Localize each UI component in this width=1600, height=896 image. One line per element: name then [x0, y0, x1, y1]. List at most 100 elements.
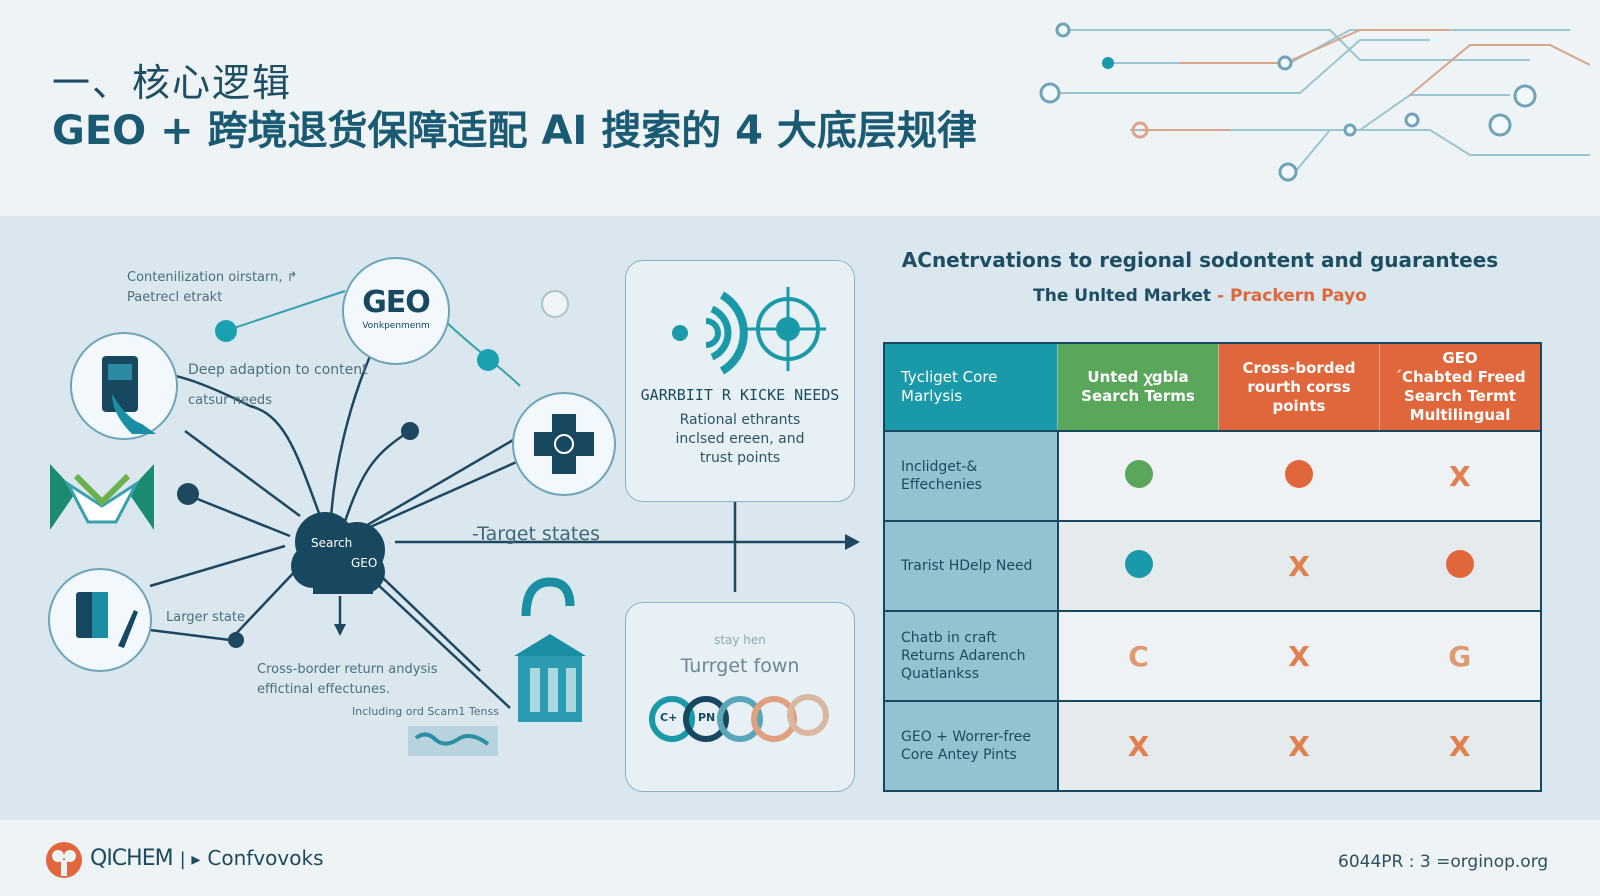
header-cell-1: Tycliget Core Marlysis [884, 343, 1058, 431]
hub-label-1: Search [311, 536, 353, 550]
geo-node-label: GEO [362, 285, 431, 320]
panel-subtitle-sep: - [1216, 286, 1225, 306]
cell: X [1218, 520, 1380, 611]
panel-subtitle: The Unlted Market - Prackern Payo [900, 286, 1500, 306]
hub-label-2: GEO [351, 556, 378, 570]
note-top-2: Paetrecl etrakt [127, 290, 223, 305]
phone-node[interactable] [70, 332, 178, 440]
geo-node[interactable]: GEO Vonkpenmenm [342, 257, 450, 365]
teal-dot-icon [1124, 550, 1153, 578]
c-mark: C [1128, 639, 1149, 673]
header-4-line-2: ´Chabted Freed [1394, 368, 1526, 386]
row-label: GEO + Worrer-free Core Antey Pints [884, 700, 1059, 791]
header-3-line-2: rourth corss [1247, 377, 1351, 396]
geo-node-sub: Vonkpenmenm [362, 321, 430, 331]
cell [1057, 520, 1219, 611]
cross-mark: X [1288, 729, 1310, 763]
g-mark: G [1448, 639, 1472, 673]
green-dot-icon [1124, 460, 1153, 488]
panel-title: ACnetrvations to regional sodontent and … [901, 248, 1499, 272]
needs-text-3: trust points [699, 450, 781, 466]
note-top-1: Contenilization oirstarn, ↱ [127, 270, 298, 285]
table-row: Trarist HDelp Need X [884, 520, 1541, 611]
needs-title: GARRBIIT R KICKE NEEDS [640, 386, 840, 404]
cross-mark: X [1288, 639, 1310, 673]
footer-right-text[interactable]: 6044PR : 3 =orginop.org [1338, 852, 1549, 872]
header-2-line-1: Unted ꭓgbla [1087, 368, 1189, 386]
building-lock-icon [514, 577, 586, 722]
table-header-row: Tycliget Core Marlysis Unted ꭓgbla Searc… [884, 343, 1542, 431]
cell [1057, 430, 1219, 521]
including-text: Including ord Scarn1 Tenss [352, 705, 499, 718]
header-4-line-1: GEO [1442, 349, 1478, 367]
orange-dot-icon [1445, 550, 1474, 578]
row-label: Inclidget-& Effechenies [884, 430, 1059, 521]
footer [0, 820, 1600, 896]
medical-cross-icon [534, 414, 594, 474]
cross-mark: X [1288, 549, 1310, 583]
cell: G [1379, 610, 1541, 701]
table-row: Inclidget-& Effechenies X [884, 430, 1541, 521]
town-small-text: stay hen [714, 633, 766, 647]
town-chip-1: C+ [660, 711, 678, 724]
cell: X [1218, 700, 1380, 791]
cross-border-text-2: effictinal effectunes. [257, 682, 390, 697]
cross-node[interactable] [512, 392, 616, 496]
brand-name: QICHEM [90, 846, 174, 871]
cell: C [1057, 610, 1219, 701]
cross-border-text-1: Cross-border return andysis [257, 662, 438, 677]
signal-compass-icon [672, 287, 826, 375]
header-3-line-1: Cross-borded [1242, 358, 1356, 377]
town-title: Turrget fown [680, 655, 800, 677]
header-cell-3: Cross-borded rourth corss points [1218, 343, 1380, 431]
needs-text: Rational ethrants inclsed ereen, and tru… [626, 411, 854, 468]
panel-subtitle-left: The Unlted Market [1033, 286, 1212, 306]
needs-box: GARRBIIT R KICKE NEEDS Rational ethrants… [625, 260, 855, 502]
row-4-label-2: Core Antey Pints [901, 747, 1017, 763]
cell [1218, 430, 1380, 521]
larger-state-label: Larger state [166, 610, 245, 625]
town-chip-2: PN [698, 711, 716, 724]
row-1-label-2: Effechenies [901, 477, 982, 493]
brand-logo-icon [46, 842, 82, 878]
row-label: Trarist HDelp Need [884, 520, 1059, 611]
orange-dot-icon [1285, 460, 1313, 488]
title-line-1: 一、核心逻辑 [52, 61, 293, 105]
target-states-label: -Target states [472, 523, 600, 545]
row-3-label-3: Quatlankss [901, 666, 979, 682]
header-1-line-2: Marlysis [901, 387, 963, 405]
cross-mark: X [1127, 729, 1150, 763]
row-label: Chatb in craft Returns Adarench Quatlank… [884, 610, 1059, 701]
search-geo-hub[interactable]: Search GEO [285, 506, 397, 598]
header-cell-4: GEO ´Chabted Freed Search Termt Multilin… [1379, 343, 1542, 431]
needs-text-2: inclsed ereen, and [675, 431, 805, 447]
row-3-label-2: Returns Adarench [901, 648, 1026, 664]
book-node[interactable] [48, 568, 152, 672]
phone-hand-icon [102, 356, 156, 434]
header-4-line-3: Search Termt [1404, 387, 1516, 405]
header-2-line-2: Search Terms [1081, 387, 1195, 405]
chain-rings-icon [649, 694, 829, 742]
panel-subtitle-right: Prackern Payo [1229, 286, 1367, 306]
header-1-line-1: Tycliget Core [901, 368, 998, 386]
cell: X [1379, 430, 1541, 521]
map-decoration-icon [408, 726, 498, 756]
cross-mark: X [1448, 459, 1471, 493]
cell [1379, 520, 1541, 611]
deep-text-1: Deep adaption to content [188, 362, 368, 378]
circuit-decoration [1039, 22, 1590, 182]
needs-text-1: Rational ethrants [679, 412, 801, 428]
table-row: Chatb in craft Returns Adarench Quatlank… [884, 610, 1541, 701]
cross-mark: X [1448, 729, 1471, 763]
row-4-label-1: GEO + Worrer-free [901, 729, 1032, 745]
deep-text-2: catsur needs [188, 393, 272, 408]
table-row: GEO + Worrer-free Core Antey Pints X X X [884, 700, 1541, 791]
cell: X [1379, 700, 1541, 791]
title-line-2: GEO + 跨境退货保障适配 AI 搜索的 4 大底层规律 [52, 108, 977, 154]
header-3-line-3: points [1272, 396, 1326, 415]
footer-brand[interactable]: QICHEM | ▸ Confvovoks [90, 846, 324, 871]
brand-tag: Confvovoks [207, 846, 324, 870]
header [0, 0, 1600, 216]
comparison-table: Tycliget Core Marlysis Unted ꭓgbla Searc… [883, 342, 1542, 792]
cloud-icon [291, 512, 385, 594]
